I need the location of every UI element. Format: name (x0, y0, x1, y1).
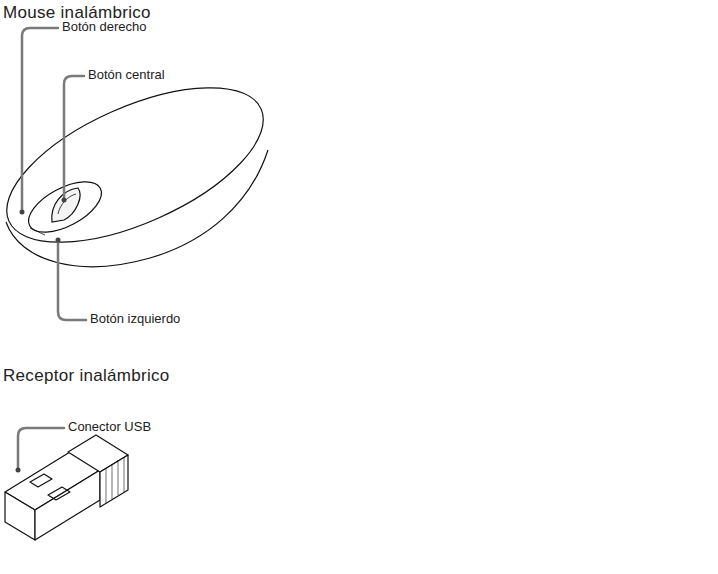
receiver-drawing (5, 435, 128, 540)
part-name: Botón central (88, 67, 165, 83)
mouse-drawing (0, 56, 285, 274)
leader-line (18, 28, 86, 470)
part-name: Botón derecho (62, 19, 147, 35)
section-heading: Receptor inalámbrico (3, 366, 170, 386)
part-name: Conector USB (68, 419, 151, 435)
part-name: Botón izquierdo (90, 311, 180, 327)
leader-dot (16, 198, 67, 473)
